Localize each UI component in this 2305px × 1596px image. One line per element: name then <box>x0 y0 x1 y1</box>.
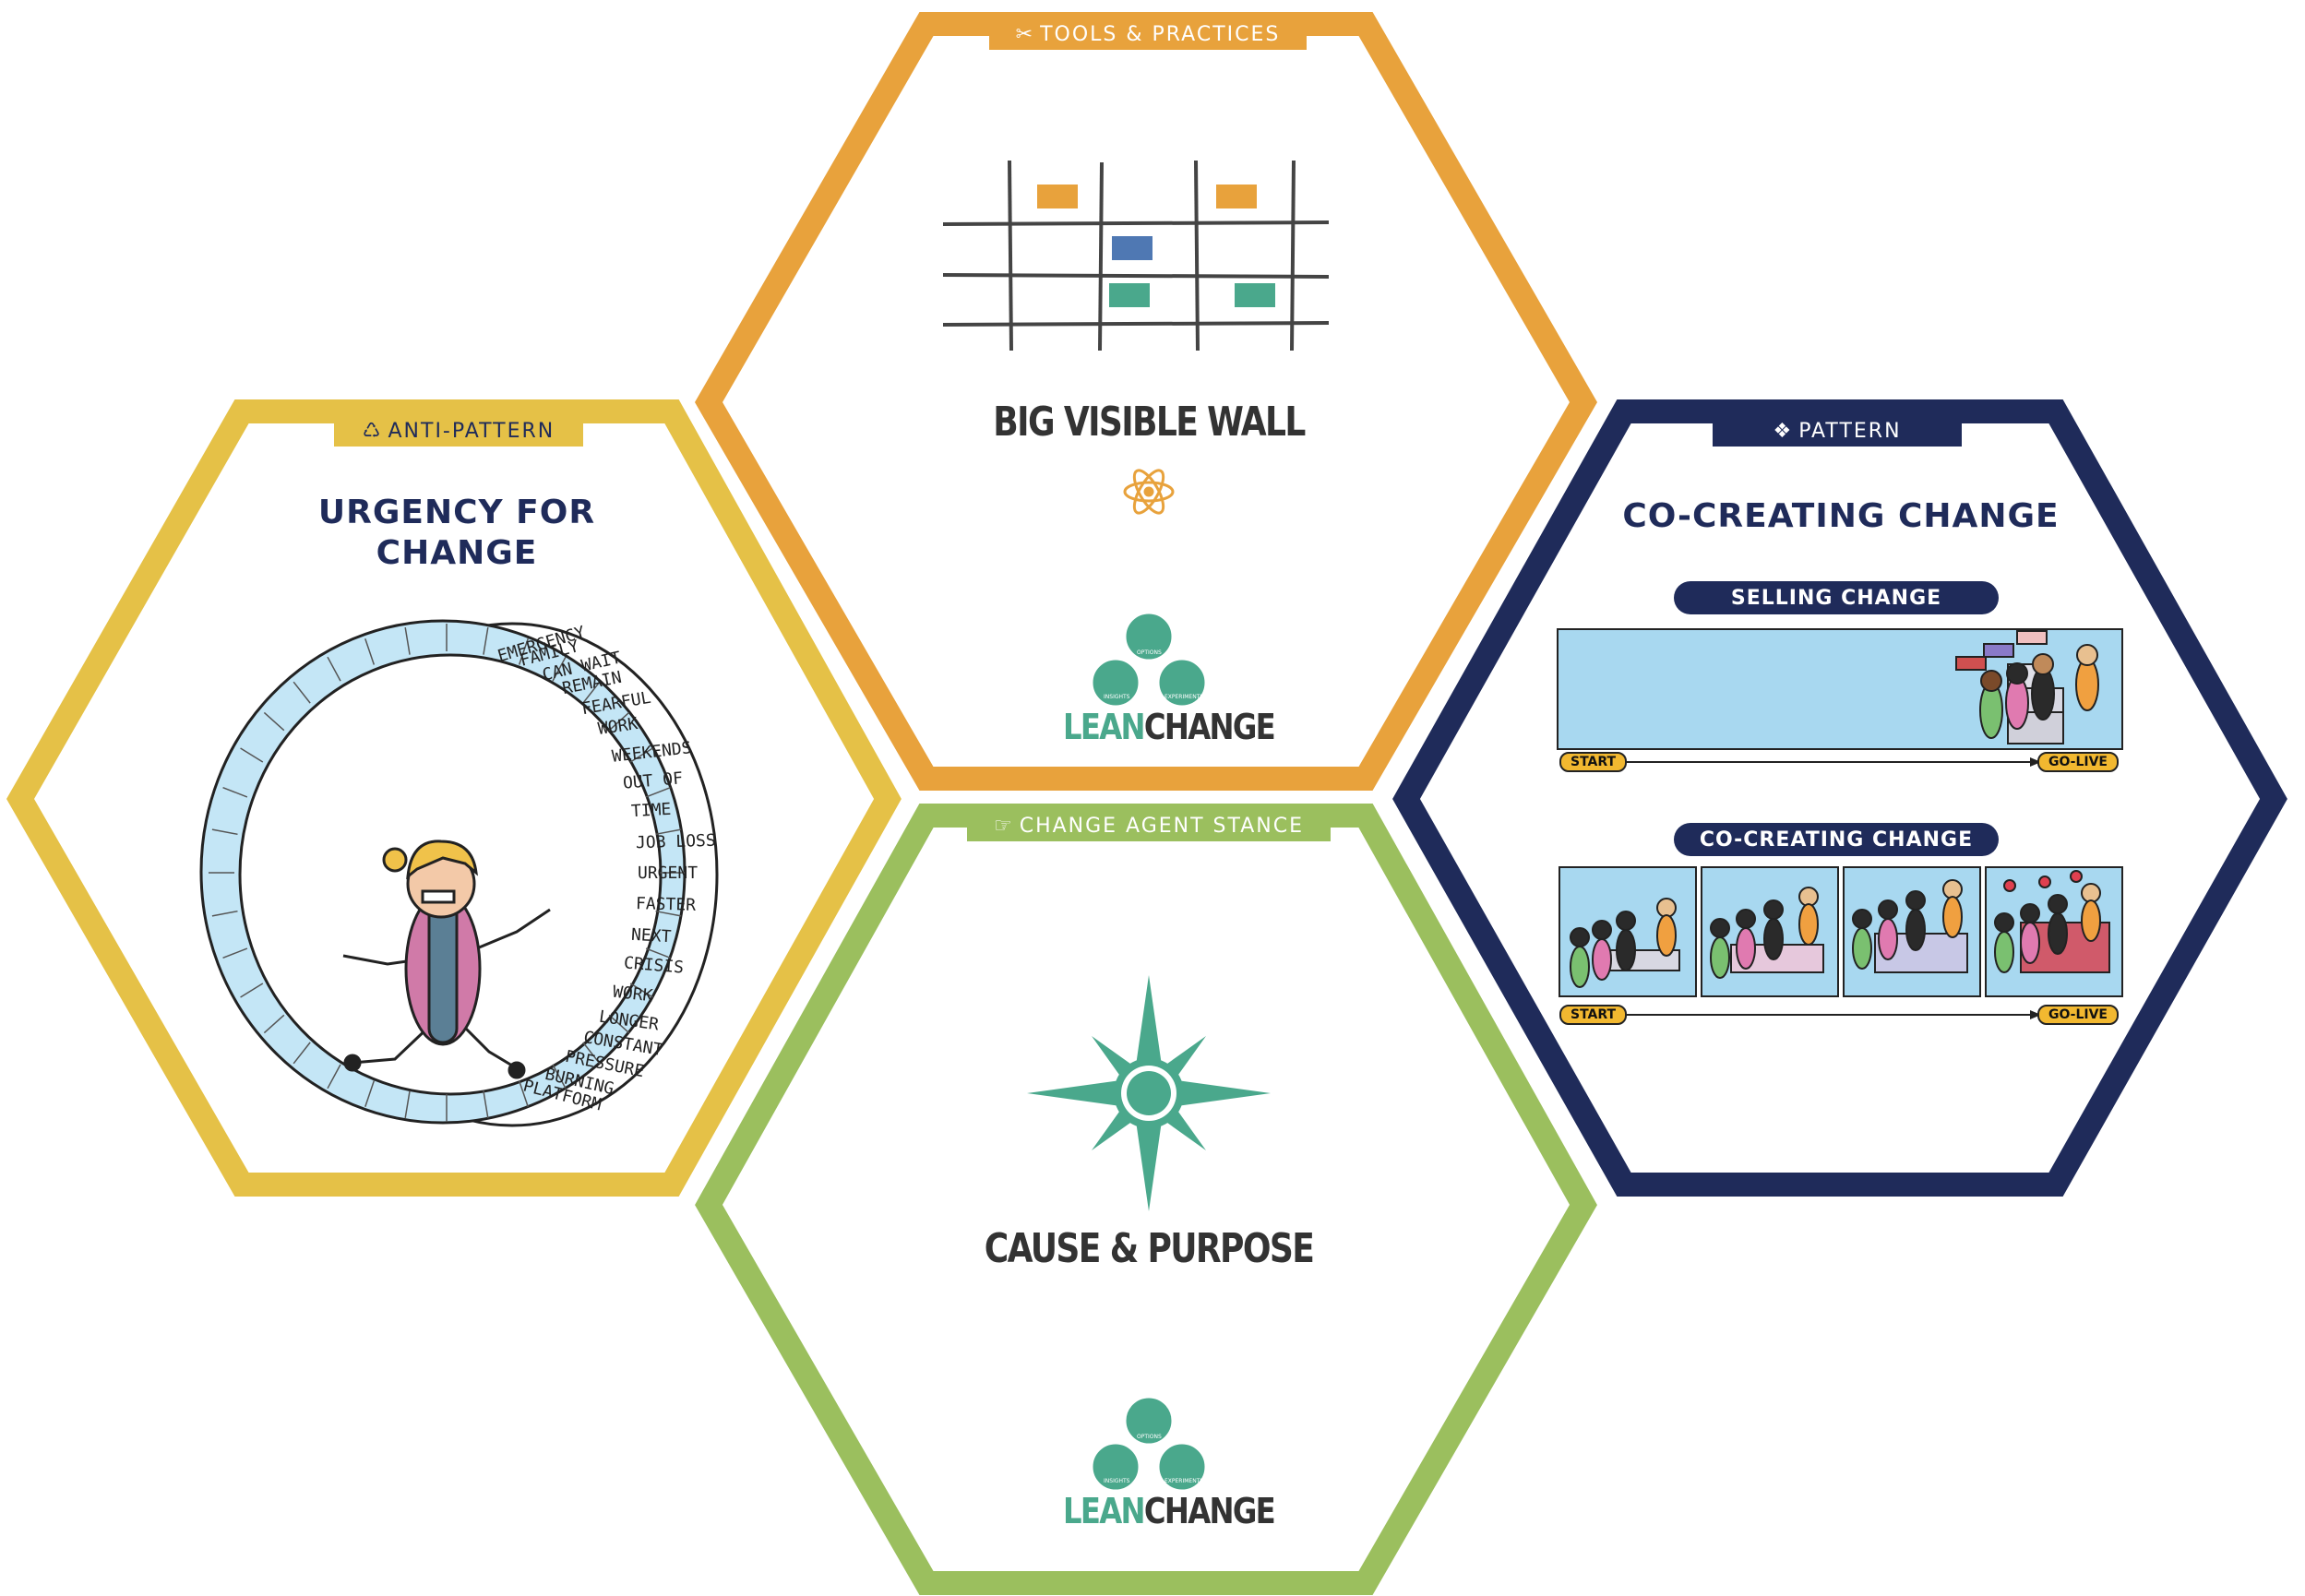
wheel-slat <box>483 1090 489 1119</box>
logo-experiments-label-bottom: EXPERIMENTS <box>1164 1478 1204 1484</box>
wheel-slat <box>222 947 248 959</box>
change-word: CHANGE <box>1143 707 1276 747</box>
wheel-slat <box>240 983 264 998</box>
wheel-slat <box>364 638 376 665</box>
lean-word: LEAN <box>1063 707 1146 747</box>
golive-label-1: GO-LIVE <box>2037 752 2119 772</box>
start-label-1: START <box>1559 752 1628 772</box>
change-agent-stance-tag-label: CHANGE AGENT STANCE <box>1019 814 1305 838</box>
anti-pattern-hex <box>6 399 902 1197</box>
anti-pattern-tag-label: ANTI-PATTERN <box>388 419 555 443</box>
pattern-tag: ❖ PATTERN <box>1713 415 1962 447</box>
anti-pattern-tag: ♺ ANTI-PATTERN <box>334 415 583 447</box>
wheel-word: URGENT <box>637 863 699 884</box>
selling-change-pill: SELLING CHANGE <box>1674 581 1999 614</box>
wheel-word: JOB LOSS <box>635 830 717 853</box>
wheel-slat <box>222 786 248 798</box>
co-creating-change-pill: CO-CREATING CHANGE <box>1674 823 1999 856</box>
wheel-slat <box>629 747 653 763</box>
stressed-runner-figure <box>342 840 551 1079</box>
wheel-slat <box>629 983 653 998</box>
atom-icon <box>1123 469 1175 515</box>
wall-grid-illustration <box>942 160 1330 351</box>
hand-icon: ☞ <box>993 814 1014 838</box>
logo-options-label-bottom: OPTIONS <box>1137 1434 1162 1440</box>
wheel-slat <box>293 681 311 704</box>
tools-hex <box>694 12 1598 791</box>
wheel-slat <box>582 1042 601 1065</box>
change-word: CHANGE <box>1143 1491 1276 1531</box>
tools-icon: ✂ <box>1015 22 1035 46</box>
logo-insights-label-bottom: INSIGHTS <box>1104 1478 1130 1484</box>
pattern-hex <box>1392 399 2287 1197</box>
selling-change-panel <box>1557 628 2123 767</box>
wheel-slat <box>240 747 264 763</box>
golive-label-2: GO-LIVE <box>2037 1005 2119 1025</box>
wheel-slat <box>327 1064 341 1090</box>
wheel-slat <box>608 711 630 732</box>
wheel-slat <box>364 1080 376 1107</box>
logo-experiments-label-top: EXPERIMENTS <box>1164 694 1204 700</box>
cause-purpose-title: CAUSE & PURPOSE <box>984 1225 1315 1272</box>
lean-change-logo-bottom <box>1090 1395 1208 1493</box>
wheel-slat <box>211 910 238 917</box>
wall-card-orange-1 <box>1037 185 1078 208</box>
urgency-title-line2: CHANGE <box>376 534 538 572</box>
wheel-slat <box>655 828 682 836</box>
wall-card-teal-1 <box>1109 283 1150 307</box>
co-creating-timeline-arrowhead <box>2030 1010 2041 1019</box>
wheel-slat <box>518 638 529 665</box>
big-visible-wall-title: BIG VISIBLE WALL <box>993 399 1306 446</box>
wheel-slat <box>404 626 411 655</box>
logo-options-label-top: OPTIONS <box>1137 649 1162 656</box>
wheel-slat <box>582 681 601 704</box>
wall-card-orange-2 <box>1216 185 1257 208</box>
wheel-word: NEXT <box>630 924 673 947</box>
tools-practices-tag-label: TOOLS & PRACTICES <box>1040 22 1281 46</box>
wheel-slat <box>263 711 285 732</box>
lean-word: LEAN <box>1063 1491 1146 1531</box>
urgency-title: URGENCY FOR CHANGE <box>277 493 637 574</box>
start-label-2: START <box>1559 1005 1628 1025</box>
logo-insights-label-top: INSIGHTS <box>1104 694 1130 700</box>
wheel-slat <box>655 910 682 917</box>
lean-change-logo-top <box>1090 611 1208 709</box>
lean-change-wordmark-bottom: LEANCHANGE <box>1063 1491 1276 1531</box>
urgency-title-line1: URGENCY FOR <box>317 494 596 531</box>
wheel-slat <box>404 1090 411 1119</box>
compass-icon <box>1027 975 1271 1211</box>
lean-change-wordmark-top: LEANCHANGE <box>1063 707 1276 747</box>
pattern-icon: ❖ <box>1773 419 1794 443</box>
wheel-slat <box>552 656 567 682</box>
co-creating-change-panels <box>1559 866 2123 997</box>
co-creating-change-title: CO-CREATING CHANGE <box>1622 497 2060 535</box>
wheel-word: FASTER <box>636 894 697 916</box>
wheel-slat <box>645 947 671 959</box>
tools-practices-tag: ✂ TOOLS & PRACTICES <box>989 18 1307 50</box>
stance-hex <box>695 804 1597 1595</box>
change-agent-stance-tag: ☞ CHANGE AGENT STANCE <box>967 810 1331 841</box>
wheel-slat <box>483 626 489 655</box>
wheel-word: TIME <box>629 799 672 822</box>
wheel-slat <box>211 828 238 836</box>
wheel-slat <box>552 1064 567 1090</box>
wheel-slat <box>327 656 341 682</box>
wall-card-teal-2 <box>1235 283 1275 307</box>
wheel-slat <box>608 1014 630 1034</box>
wall-card-blue <box>1112 236 1152 260</box>
wheel-slat <box>263 1014 285 1034</box>
wheel-slat <box>645 786 671 798</box>
wheel-slat <box>293 1042 311 1065</box>
wheel-slat <box>518 1080 529 1107</box>
cycle-icon: ♺ <box>362 419 383 443</box>
pattern-tag-label: PATTERN <box>1798 419 1902 443</box>
